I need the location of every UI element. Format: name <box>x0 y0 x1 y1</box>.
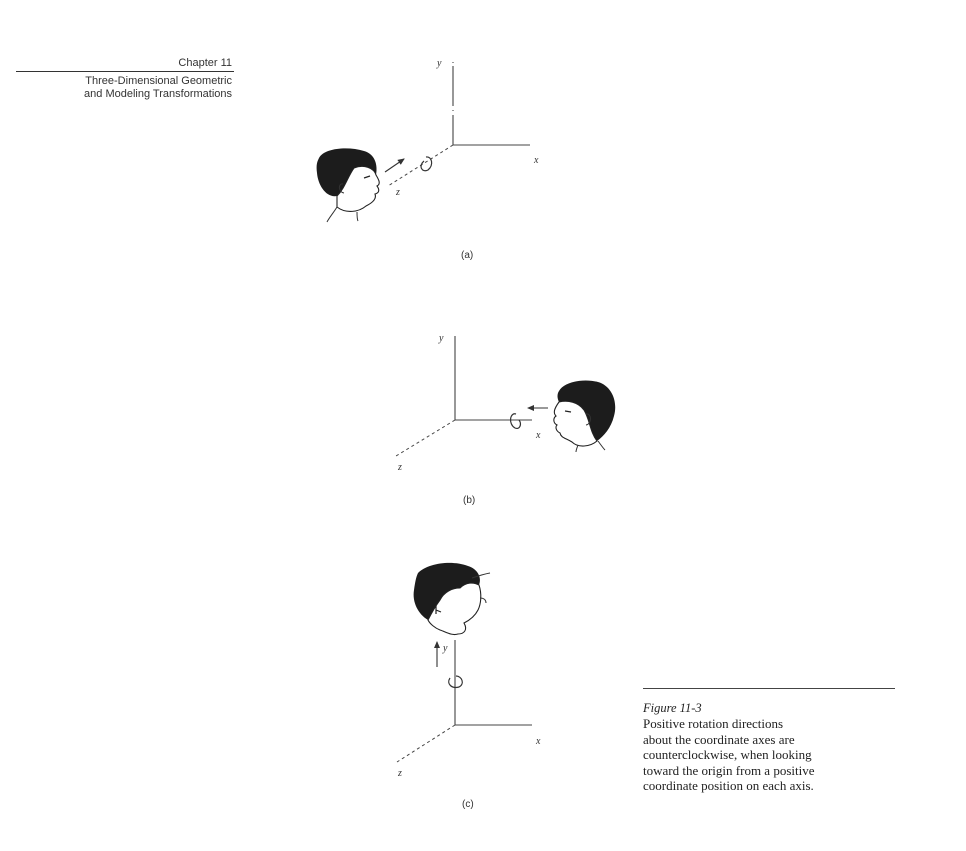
panel-a-sublabel: (a) <box>461 250 473 261</box>
caption-rule <box>643 688 895 689</box>
panel-a-z-label: z <box>395 187 400 198</box>
panel-a-rotation-arrow-icon <box>420 156 433 172</box>
panel-b-viewer-head-icon <box>553 380 616 453</box>
panel-a-y-label: y <box>436 58 442 69</box>
caption-line-1: Positive rotation directions <box>643 716 784 731</box>
chapter-title-line-1: Three-Dimensional Geometric <box>85 75 232 87</box>
panel-a-view-arrow <box>384 158 405 173</box>
panel-a-x-label: x <box>533 155 539 166</box>
panel-c-viewer-head-icon <box>413 562 491 636</box>
panel-c-sublabel: (c) <box>462 799 474 810</box>
panel-b-x-label: x <box>535 430 541 441</box>
panel-c-rotation-arrow-icon <box>448 675 463 689</box>
panel-c-z-label: z <box>397 768 402 779</box>
caption-line-5: coordinate position on each axis. <box>643 778 814 793</box>
panel-b-sublabel: (b) <box>463 495 475 506</box>
panel-c-y-label: y <box>442 643 448 654</box>
panel-c-x-label: x <box>535 736 541 747</box>
figure-caption: Figure 11-3 Positive rotation directions… <box>643 688 895 794</box>
chapter-title-line-2: and Modeling Transformations <box>84 88 232 100</box>
panel-a-viewer-head-icon <box>316 148 380 223</box>
figure-number: Figure 11-3 <box>643 701 702 715</box>
caption-line-3: counterclockwise, when looking <box>643 747 812 762</box>
panel-b-rotation-arrow-icon <box>510 413 521 429</box>
panel-b-z-label: z <box>397 462 402 473</box>
caption-line-2: about the coordinate axes are <box>643 731 795 747</box>
panel-b-y-label: y <box>438 333 444 344</box>
caption-line-4: toward the origin from a positive <box>643 762 815 778</box>
header-rule <box>16 71 234 72</box>
panel-a: y x z (a) <box>316 58 539 261</box>
panel-c-z-axis <box>396 724 456 763</box>
panel-b: y x z (b) <box>395 333 616 506</box>
chapter-label: Chapter 11 <box>178 57 232 69</box>
page-header: Chapter 11 Three-Dimensional Geometric a… <box>16 56 234 101</box>
panel-c: y x z (c) <box>396 562 541 810</box>
panel-b-z-axis <box>395 419 456 457</box>
